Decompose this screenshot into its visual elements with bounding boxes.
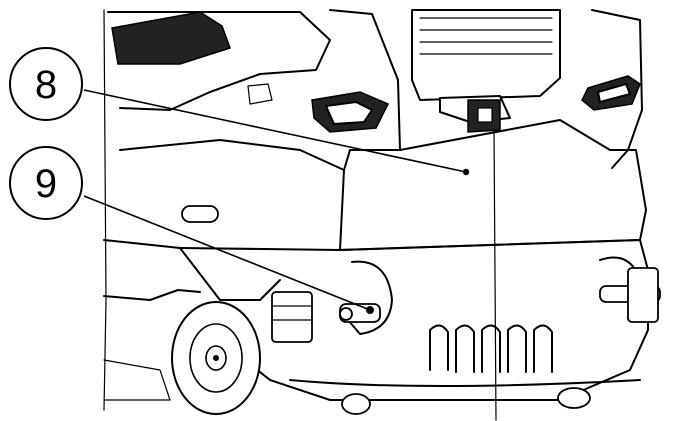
callout-8: 8 <box>9 47 470 176</box>
vent-fins <box>429 324 553 373</box>
top-display <box>411 9 561 101</box>
callout-circle-9 <box>9 146 83 220</box>
left-lower-panel <box>103 239 281 301</box>
leader-dot-9 <box>366 306 374 314</box>
tow-block <box>439 95 511 133</box>
leader-dot-8 <box>462 168 470 176</box>
left-hinge <box>271 291 313 343</box>
leader-line-8 <box>83 89 467 173</box>
callout-9: 9 <box>9 146 374 314</box>
cab-dark-panel <box>111 11 231 65</box>
wheel-arch <box>103 289 201 301</box>
left-wheel <box>171 301 261 415</box>
side-badge <box>181 205 219 223</box>
top-left-cab <box>107 11 331 111</box>
left-skid <box>103 359 171 401</box>
left-light <box>311 91 390 133</box>
latch-right <box>599 256 661 323</box>
device-drawing <box>103 9 661 421</box>
callout-label-8: 8 <box>35 63 57 107</box>
leader-line-9 <box>83 195 371 311</box>
rear-casters <box>341 387 591 415</box>
side-logo <box>247 83 273 105</box>
housing-lower <box>179 239 649 401</box>
left-side-panel <box>119 139 345 171</box>
callout-label-9: 9 <box>35 162 57 206</box>
callout-circle-8 <box>9 47 83 121</box>
left-frame-edge <box>103 9 107 411</box>
right-pillar <box>591 9 643 169</box>
housing-centerline <box>493 129 497 421</box>
display-vents <box>419 17 553 55</box>
latch-left <box>339 260 393 335</box>
rear-bumper <box>289 379 641 387</box>
rear-housing <box>339 119 647 251</box>
right-light <box>581 75 641 111</box>
